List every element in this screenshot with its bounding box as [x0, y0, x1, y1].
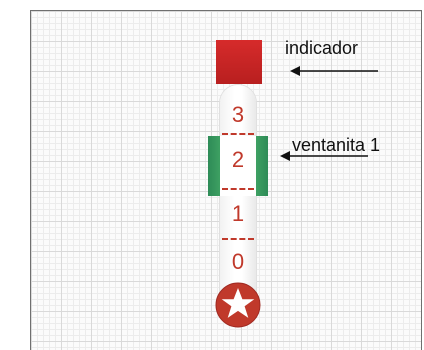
window-arrow [280, 151, 368, 161]
indicator-arrow [290, 66, 378, 76]
window-label: ventanita 1 [292, 135, 381, 155]
scale-divider [222, 188, 254, 190]
scale-number-2: 2 [231, 147, 245, 172]
scale-number-3: 3 [231, 102, 245, 127]
green-window-core [220, 136, 256, 196]
scale-number-0: 0 [231, 249, 245, 274]
scale-divider [222, 238, 254, 240]
star-icon [215, 282, 261, 328]
scale-number-1: 1 [231, 201, 245, 226]
red-indicator [216, 40, 262, 84]
scale-divider [222, 133, 254, 135]
indicator-label: indicador [285, 38, 359, 58]
